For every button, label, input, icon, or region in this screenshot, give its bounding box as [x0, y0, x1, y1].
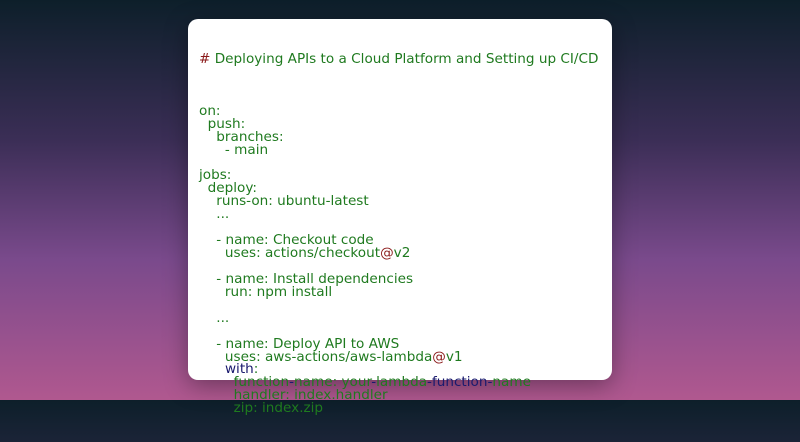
code-line: deploy: [199, 180, 257, 197]
code-line: function-name: your-lambda-function-name [233, 374, 531, 391]
code-line: uses: aws-actions/aws-lambda@v1 [199, 348, 463, 365]
code-line: uses: actions/checkout@v2 [199, 245, 411, 261]
code-block: # Deploying APIs to a Cloud Platform and… [199, 27, 612, 441]
code-line: with: [224, 361, 259, 378]
code-line: on: [199, 102, 221, 119]
code-line: - name: Install dependencies [199, 270, 414, 287]
code-line: zip: index.zip [199, 400, 324, 417]
code-line: push: [199, 115, 246, 132]
code-line [199, 299, 612, 312]
code-line: jobs: [199, 167, 232, 184]
code-line: - name: Deploy API to AWS [199, 335, 400, 352]
code-line: - name: Checkout code [199, 232, 374, 249]
title-line: # Deploying APIs to a Cloud Platform and… [199, 50, 612, 67]
code-line: ... [199, 309, 230, 326]
title-text: Deploying APIs to a Cloud Platform and S… [210, 50, 599, 67]
code-line: runs-on: ubuntu-latest [199, 193, 369, 210]
code-line: handler: index.handler [199, 387, 388, 404]
code-line [199, 156, 612, 169]
code-line: run: npm install [199, 283, 333, 300]
code-line: - main [199, 141, 269, 158]
code-line [199, 92, 612, 105]
code-line: ... [199, 206, 230, 223]
hash-mark: # [199, 50, 211, 67]
code-line: branches: [199, 128, 284, 145]
code-card: # Deploying APIs to a Cloud Platform and… [188, 19, 612, 415]
